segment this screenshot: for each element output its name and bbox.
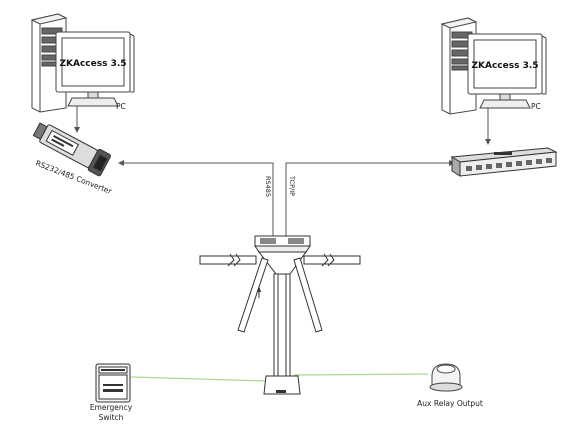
network-switch <box>450 147 558 177</box>
rs232-485-converter <box>32 122 111 177</box>
tcpip-line <box>285 162 452 236</box>
switch-ports <box>466 158 552 171</box>
pc-left-screen-text: ZKAccess 3.5 <box>59 59 126 69</box>
emergency-caption-line2: Switch <box>99 413 124 422</box>
arrow-up-icon <box>257 286 261 292</box>
pc-right <box>440 17 547 115</box>
turnstile-base <box>263 375 301 395</box>
tcpip-label: TCP/IP <box>288 175 296 196</box>
turnstile-arm-left <box>199 255 257 265</box>
emergency-caption-line1: Emergency <box>90 403 133 412</box>
monitor-screen <box>473 39 537 89</box>
monitor-stand <box>479 99 531 109</box>
turnstile-post <box>273 273 291 377</box>
monitor-stand <box>67 97 119 107</box>
aux-wire <box>293 373 429 376</box>
monitor-screen <box>61 37 125 87</box>
emergency-switch-device <box>95 363 131 403</box>
turnstile-arm-down-left <box>237 257 269 333</box>
pc-left <box>30 13 135 113</box>
aux-relay-beacon <box>429 363 463 392</box>
pc-right-caption: PC <box>531 102 541 111</box>
turnstile-arm-right <box>303 255 361 265</box>
green-wiring <box>130 373 429 382</box>
arrow-left-icon <box>118 160 124 166</box>
pc-right-screen-text: ZKAccess 3.5 <box>471 61 538 71</box>
aux-caption: Aux Relay Output <box>417 399 483 408</box>
arrow-icon <box>74 127 80 133</box>
emergency-wire <box>130 376 267 382</box>
pc-left-caption: PC <box>116 102 126 111</box>
turnstile-arm-down-right <box>293 257 323 333</box>
rs485-label: RS485 <box>264 176 272 197</box>
arrow-icon <box>485 139 491 145</box>
network-lines <box>74 106 491 236</box>
rs485-line <box>122 162 274 236</box>
tripod-turnstile <box>199 235 361 395</box>
